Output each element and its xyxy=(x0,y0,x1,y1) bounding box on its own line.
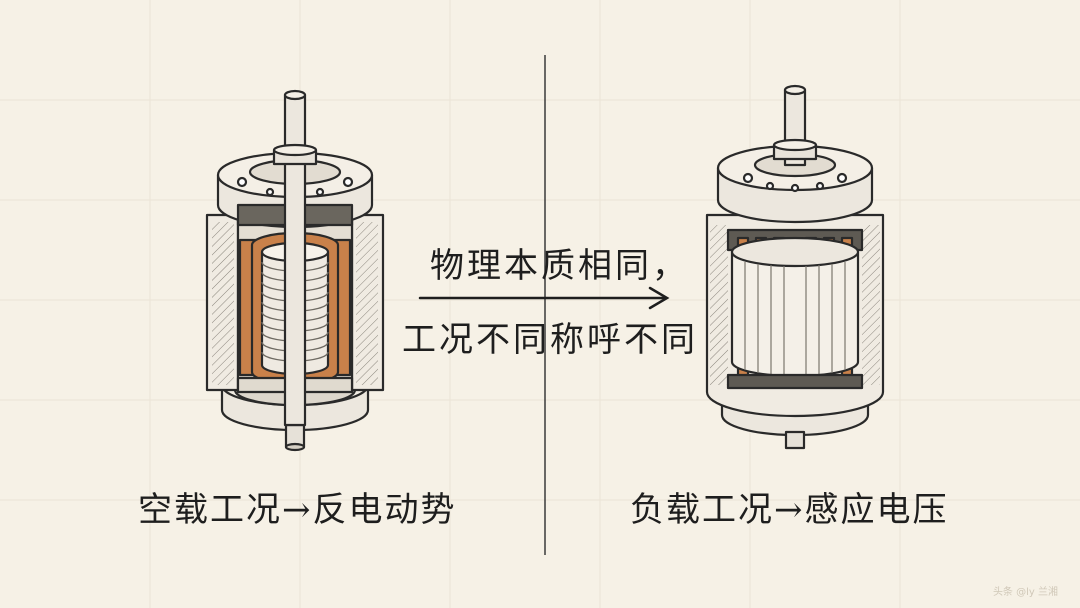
caption-with-load: 负载工况→感应电压 xyxy=(630,490,949,530)
center-text-line1: 物理本质相同， xyxy=(430,246,689,286)
center-arrow xyxy=(418,286,670,310)
center-text-line2: 工况不同称呼不同 xyxy=(402,320,698,360)
motor-stator-with-load xyxy=(705,84,885,450)
caption-no-load: 空载工况→反电动势 xyxy=(138,490,457,530)
watermark: 头条 @ly 兰湘 xyxy=(992,587,1058,598)
motor-cutaway-no-load xyxy=(205,89,385,452)
